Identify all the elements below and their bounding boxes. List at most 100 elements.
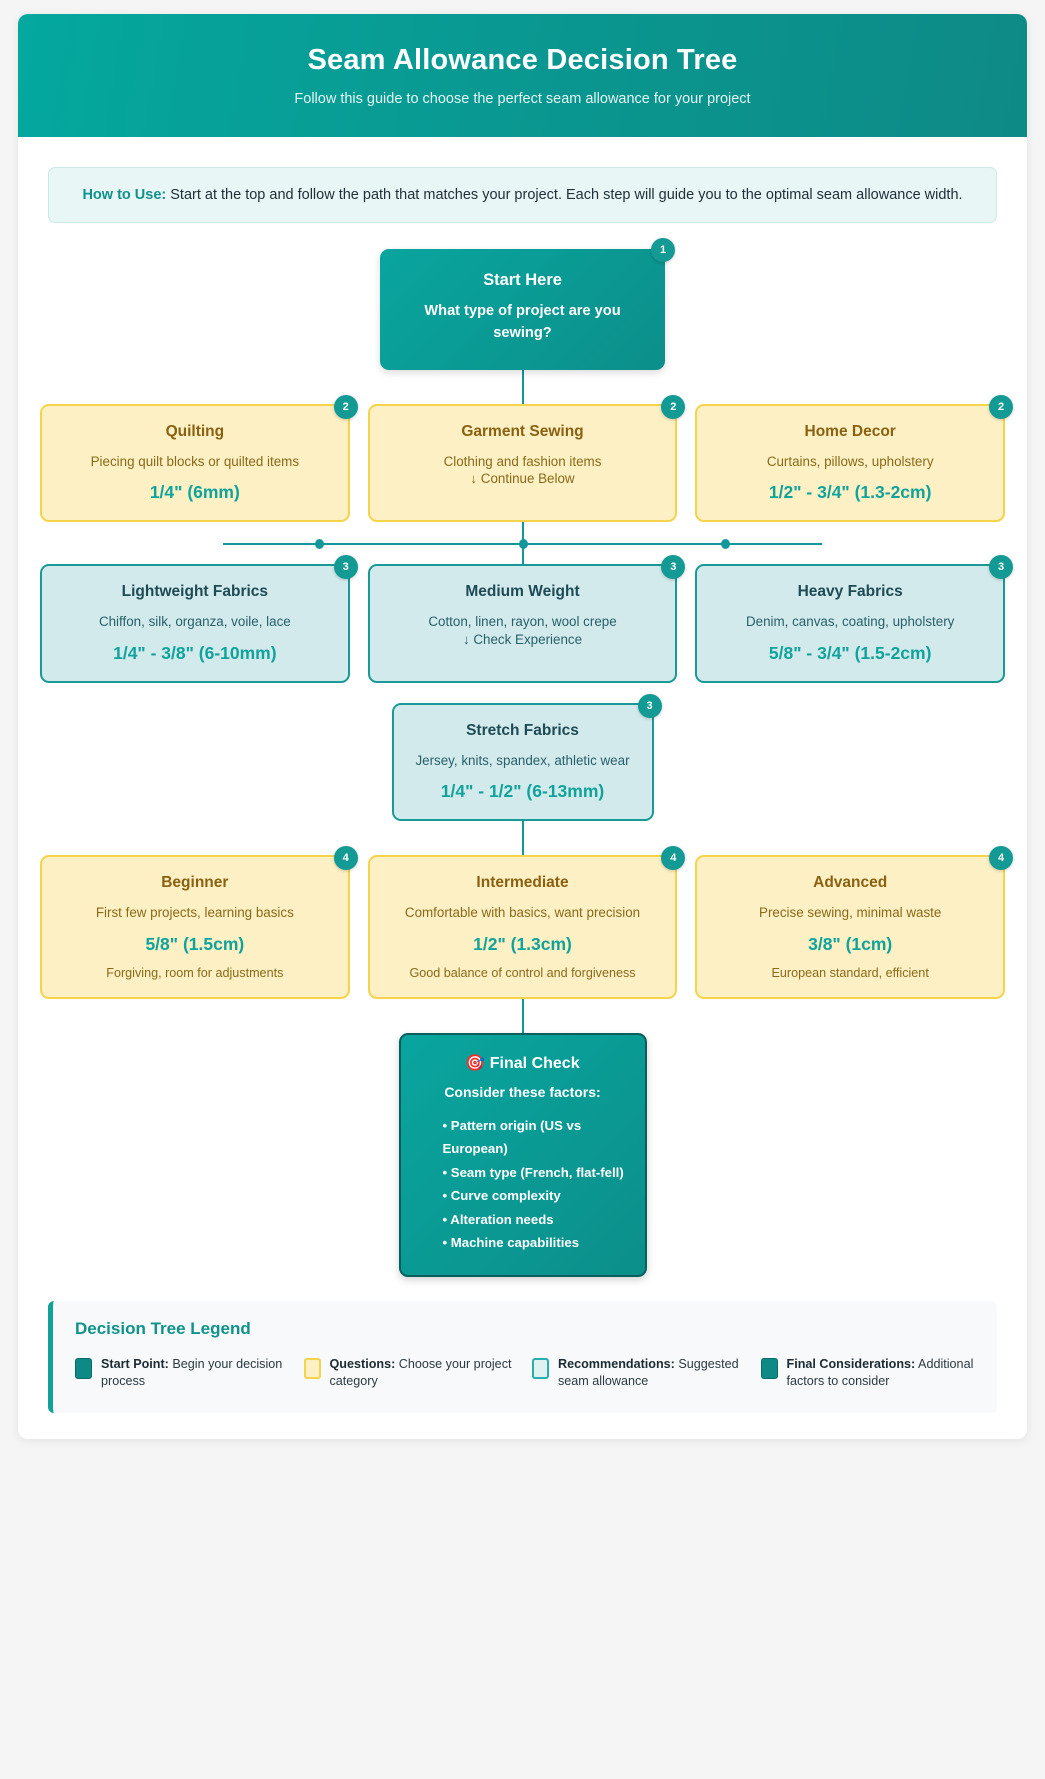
node-description: Clothing and fashion items	[443, 453, 602, 469]
connector-line-start-to-level2	[521, 369, 524, 404]
node-advanced[interactable]: 4 Advanced Precise sewing, minimal waste…	[695, 846, 1014, 999]
legend-item-start-point: Start Point: Begin your decision process	[75, 1356, 290, 1392]
node-description: Precise sewing, minimal waste	[759, 905, 942, 921]
page-subtitle: Follow this guide to choose the perfect …	[294, 91, 751, 107]
connector-branch-level3	[40, 522, 1005, 565]
step-badge: 4	[333, 846, 358, 871]
final-check-list: • Pattern origin (US vs European) • Seam…	[421, 1114, 625, 1255]
node-continue-hint: ↓ Check Experience	[462, 631, 583, 647]
step-badge: 3	[661, 555, 686, 580]
legend-item-label: Start Point:	[101, 1356, 169, 1371]
node-title: Home Decor	[804, 422, 896, 440]
legend-item-desc: Begin your decision process	[101, 1356, 283, 1389]
list-item: • Alteration needs	[442, 1211, 554, 1227]
node-value: 1/4" (6mm)	[149, 482, 240, 503]
node-title: Beginner	[161, 874, 229, 892]
list-item: • Pattern origin (US vs European)	[442, 1117, 582, 1157]
node-value: 3/8" (1cm)	[808, 933, 893, 954]
legend-item-desc: Suggested seam allowance	[558, 1356, 739, 1389]
node-value: 5/8" (1.5cm)	[145, 933, 245, 954]
legend-panel: Decision Tree Legend Start Point: Begin …	[48, 1300, 997, 1414]
node-start-here[interactable]: 1 Start Here What type of project are yo…	[380, 238, 675, 370]
node-title: 🎯 Final Check	[421, 1053, 625, 1073]
legend-item-label: Recommendations:	[558, 1356, 675, 1371]
step-badge: 2	[661, 394, 686, 419]
legend-item-text: Final Considerations: Additional factors…	[787, 1356, 976, 1392]
legend-item-label: Questions:	[329, 1356, 396, 1371]
node-note: European standard, efficient	[771, 965, 929, 980]
legend-item-label: Final Considerations:	[786, 1356, 916, 1371]
legend-title: Decision Tree Legend	[75, 1318, 251, 1338]
node-lightweight-fabrics[interactable]: 3 Lightweight Fabrics Chiffon, silk, org…	[40, 555, 358, 683]
how-to-use-label: How to Use:	[82, 187, 167, 203]
connector-dot-center	[518, 539, 528, 550]
node-value: 1/2" (1.3cm)	[473, 933, 572, 954]
node-heavy-fabrics[interactable]: 3 Heavy Fabrics Denim, canvas, coating, …	[695, 555, 1014, 683]
node-title: Garment Sewing	[461, 422, 584, 440]
list-item: • Seam type (French, flat-fell)	[442, 1164, 624, 1180]
legend-item-questions: Questions: Choose your project category	[303, 1356, 519, 1392]
node-note: Good balance of control and forgiveness	[409, 965, 636, 980]
row-experience-level: 4 Beginner First few projects, learning …	[40, 846, 1014, 999]
final-check-subtitle: Consider these factors:	[444, 1083, 601, 1100]
step-badge: 3	[637, 693, 662, 718]
node-title: Stretch Fabrics	[466, 721, 579, 739]
node-note: Forgiving, room for adjustments	[106, 965, 284, 980]
connector-dot-right	[720, 539, 730, 550]
node-home-decor[interactable]: 2 Home Decor Curtains, pillows, upholste…	[695, 394, 1014, 523]
node-title: Quilting	[165, 422, 225, 440]
step-badge: 1	[651, 238, 675, 263]
node-value: 5/8" - 3/4" (1.5-2cm)	[768, 642, 932, 663]
node-value: 1/2" - 3/4" (1.3-2cm)	[768, 482, 932, 503]
node-stretch-fabrics[interactable]: 3 Stretch Fabrics Jersey, knits, spandex…	[391, 693, 662, 822]
how-to-use-panel: How to Use: Start at the top and follow …	[48, 167, 997, 224]
page-title: Seam Allowance Decision Tree	[307, 44, 738, 76]
legend-item-text: Questions: Choose your project category	[330, 1356, 519, 1392]
node-continue-hint: ↓ Continue Below	[470, 471, 575, 487]
node-beginner[interactable]: 4 Beginner First few projects, learning …	[40, 846, 358, 999]
connector-dot-left	[315, 539, 325, 550]
node-title: Advanced	[813, 874, 888, 892]
node-description: What type of project are you sewing?	[424, 303, 621, 341]
legend-swatch-recommend-icon	[532, 1357, 549, 1379]
final-check-label: Final Check	[489, 1054, 580, 1072]
node-value: 1/4" - 3/8" (6-10mm)	[113, 642, 277, 663]
node-quilting[interactable]: 2 Quilting Piecing quilt blocks or quilt…	[40, 394, 358, 523]
node-description: Comfortable with basics, want precision	[404, 905, 641, 921]
list-item: • Machine capabilities	[442, 1235, 580, 1251]
node-description: First few projects, learning basics	[95, 905, 294, 921]
row-stretch-fabrics: 3 Stretch Fabrics Jersey, knits, spandex…	[40, 693, 1005, 822]
node-intermediate[interactable]: 4 Intermediate Comfortable with basics, …	[367, 846, 686, 999]
node-title: Heavy Fabrics	[797, 583, 903, 601]
legend-swatch-start-icon	[75, 1357, 92, 1379]
node-description: Denim, canvas, coating, upholstery	[745, 614, 955, 630]
row-final-check: 🎯 Final Check Consider these factors: • …	[40, 1032, 1005, 1277]
row-fabric-weight: 3 Lightweight Fabrics Chiffon, silk, org…	[40, 555, 1014, 683]
node-title: Intermediate	[476, 874, 569, 892]
legend-item-desc: Choose your project category	[329, 1356, 512, 1389]
step-badge: 2	[989, 394, 1014, 419]
step-badge: 3	[989, 555, 1014, 580]
legend-item-text: Recommendations: Suggested seam allowanc…	[558, 1356, 747, 1392]
node-title: Medium Weight	[465, 583, 580, 601]
node-description: Piecing quilt blocks or quilted items	[90, 453, 300, 469]
step-badge: 4	[989, 846, 1014, 871]
node-final-check[interactable]: 🎯 Final Check Consider these factors: • …	[398, 1032, 647, 1277]
step-badge: 3	[333, 555, 358, 580]
legend-swatch-final-icon	[760, 1357, 778, 1379]
node-description: Chiffon, silk, organza, voile, lace	[98, 614, 291, 630]
node-garment-sewing[interactable]: 2 Garment Sewing Clothing and fashion it…	[367, 394, 686, 523]
node-medium-weight[interactable]: 3 Medium Weight Cotton, linen, rayon, wo…	[367, 555, 686, 683]
list-item: • Curve complexity	[442, 1188, 561, 1204]
connector-line-level4-to-final	[521, 998, 524, 1033]
row-start: 1 Start Here What type of project are yo…	[40, 238, 1005, 370]
legend-item-recommendations: Recommendations: Suggested seam allowanc…	[532, 1356, 747, 1392]
decision-tree: 1 Start Here What type of project are yo…	[18, 223, 1027, 1277]
row-project-type: 2 Quilting Piecing quilt blocks or quilt…	[40, 394, 1014, 523]
node-title: Start Here	[483, 271, 562, 290]
page-header: Seam Allowance Decision Tree Follow this…	[18, 14, 1027, 137]
node-title: Lightweight Fabrics	[121, 583, 269, 601]
node-description: Jersey, knits, spandex, athletic wear	[415, 752, 630, 768]
connector-line-level3-to-level4	[521, 821, 524, 856]
